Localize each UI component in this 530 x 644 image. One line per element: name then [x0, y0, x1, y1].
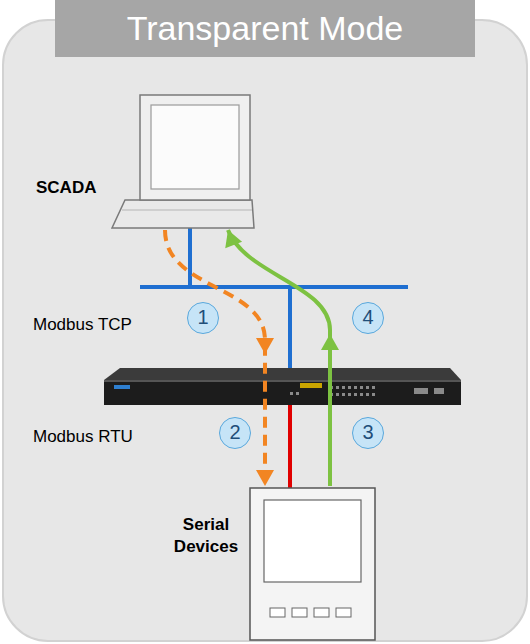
connector-line	[228, 230, 330, 486]
request-arrow	[165, 230, 274, 486]
protocol-label: Modbus RTU	[33, 427, 133, 447]
response-arrow	[225, 230, 339, 486]
callout-number: 3	[362, 421, 373, 443]
panel	[3, 20, 527, 641]
callout-circle: 3	[352, 417, 384, 449]
arrow-head	[256, 470, 274, 486]
callout-circle: 1	[187, 302, 219, 334]
callout-number: 1	[197, 306, 208, 328]
title-banner: Transparent Mode	[55, 0, 475, 57]
computer-node: SCADA	[30, 92, 255, 230]
protocol-label: Modbus TCP	[33, 315, 132, 335]
serial-wire	[288, 404, 292, 488]
ethernet-wire	[140, 228, 408, 372]
callout-circle: 4	[352, 302, 384, 334]
meter-icon	[160, 486, 378, 642]
callout-number: 4	[362, 306, 373, 328]
callout-circle: 2	[219, 417, 251, 449]
serial-device-node: Serial Devices	[160, 486, 378, 642]
node-label: SCADA	[36, 177, 126, 199]
node-label: Serial Devices	[160, 514, 252, 558]
callout-number: 2	[229, 421, 240, 443]
arrow-head	[225, 230, 242, 248]
gateway-device	[104, 368, 461, 405]
connector-line	[165, 230, 265, 486]
arrow-head	[321, 334, 339, 350]
arrow-head	[256, 338, 274, 354]
computer-icon	[30, 92, 255, 230]
